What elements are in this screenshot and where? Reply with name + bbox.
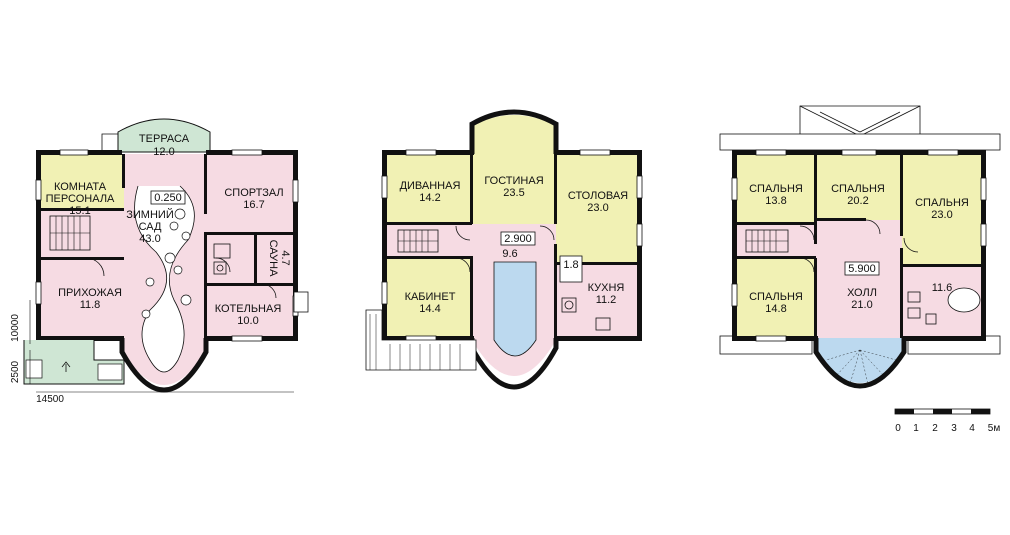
hall-area <box>40 258 124 338</box>
bedroom-b-name: СПАЛЬНЯ <box>831 183 885 195</box>
gym-name: СПОРТЗАЛ <box>224 187 283 199</box>
boiler-area-value: 10.0 <box>237 315 258 327</box>
staff-room-area <box>40 154 124 210</box>
winter-garden-name-line2: САД <box>139 221 162 233</box>
staff-room-name-line2: ПЕРСОНАЛА <box>46 193 115 205</box>
floor-2-plan: ДИВАННАЯ 14.2 ГОСТИНАЯ 23.5 СТОЛОВАЯ 23.… <box>365 109 643 390</box>
sofa-room-area <box>386 154 472 224</box>
stair-area-1 <box>40 210 124 258</box>
kitchen-area-value: 11.2 <box>596 294 617 306</box>
gym-area <box>206 154 294 234</box>
bath-area-value: 11.6 <box>932 282 953 294</box>
dining-name: СТОЛОВАЯ <box>568 190 628 202</box>
kitchen-name: КУХНЯ <box>588 282 625 294</box>
level-mark-2: 2.900 <box>504 233 532 245</box>
bedroom-a-area-value: 13.8 <box>765 195 786 207</box>
hall-3-area <box>816 220 902 375</box>
floor-1-plan: ТЕРРАСА 12.0 КОМНАТА ПЕРСОНАЛА 15.1 0.25… <box>10 118 309 405</box>
terrace-name: ТЕРРАСА <box>139 133 190 145</box>
study-area-value: 14.4 <box>419 303 440 315</box>
bedroom-a-area <box>736 154 816 224</box>
boiler-name: КОТЕЛЬНАЯ <box>215 303 282 315</box>
scale-label-0: 0 <box>895 423 901 434</box>
bedroom-c-area-value: 23.0 <box>931 209 952 221</box>
gym-area-value: 16.7 <box>243 199 264 211</box>
level-mark-1: 0.250 <box>154 192 182 204</box>
living-room-name: ГОСТИНАЯ <box>484 175 543 187</box>
bedroom-d-name: СПАЛЬНЯ <box>749 291 803 303</box>
bedroom-b-area <box>816 154 902 220</box>
living-room-area <box>472 115 556 224</box>
scale-bar: 0 1 2 3 4 5м <box>894 408 1001 434</box>
hall-2-area-value: 9.6 <box>502 248 517 260</box>
stair-2 <box>397 229 439 253</box>
garden-path <box>134 185 195 373</box>
side-steps <box>365 309 477 371</box>
garden-plants <box>141 208 192 319</box>
living-room-area-value: 23.5 <box>503 187 524 199</box>
dimension-porch: 2500 <box>10 360 21 383</box>
bedroom-b-area-value: 20.2 <box>847 195 868 207</box>
bathtub <box>947 287 981 313</box>
scale-label-1: 1 <box>913 423 919 434</box>
hall-3-name: ХОЛЛ <box>847 287 877 299</box>
boiler-area <box>206 284 294 338</box>
bedroom-c-name: СПАЛЬНЯ <box>915 197 969 209</box>
level-mark-box-3 <box>844 261 880 276</box>
terrace-area-value: 12.0 <box>153 146 174 158</box>
wc-area-value: 1.8 <box>563 259 578 271</box>
scale-label-2: 2 <box>932 423 938 434</box>
terrace-railing <box>101 133 118 152</box>
bedroom-a-name: СПАЛЬНЯ <box>749 183 803 195</box>
scale-label-3: 3 <box>951 423 957 434</box>
floor-3-plan: СПАЛЬНЯ 13.8 СПАЛЬНЯ 20.2 СПАЛЬНЯ 23.0 5… <box>719 105 1001 389</box>
bedroom-d-area-value: 14.8 <box>765 303 786 315</box>
staff-room-name-line1: КОМНАТА <box>54 181 107 193</box>
pool <box>493 261 537 357</box>
glass-bay <box>816 338 904 383</box>
hall-3-area-value: 21.0 <box>851 299 872 311</box>
stair-3 <box>745 229 789 253</box>
sofa-room-area-value: 14.2 <box>419 192 440 204</box>
study-area <box>386 258 472 336</box>
bedroom-c-area <box>902 154 982 266</box>
bedroom-d-area <box>736 258 816 336</box>
scale-label-5: 5м <box>988 423 1001 434</box>
hall-area-value: 11.8 <box>80 299 101 311</box>
winter-garden-area-value: 43.0 <box>139 233 160 245</box>
roof-outlines <box>719 105 1001 355</box>
study-name: КАБИНЕТ <box>405 291 456 303</box>
level-mark-3: 5.900 <box>848 263 876 275</box>
sauna-name: САУНА <box>267 240 279 277</box>
dimension-width: 14500 <box>36 394 64 405</box>
dining-area <box>556 154 638 264</box>
terrace-area <box>117 118 211 153</box>
sauna-area-value: 4.7 <box>279 250 291 265</box>
stair-1 <box>49 215 91 251</box>
level-mark-box-1 <box>150 190 186 205</box>
hall-name: ПРИХОЖАЯ <box>58 287 122 299</box>
winter-garden-name-line1: ЗИМНИЙ <box>126 208 173 221</box>
scale-label-4: 4 <box>969 423 975 434</box>
dining-area-value: 23.0 <box>587 202 608 214</box>
sofa-room-name: ДИВАННАЯ <box>400 180 461 192</box>
level-mark-box-2 <box>500 231 536 246</box>
bay-rays <box>825 349 897 385</box>
staff-room-area-value: 15.1 <box>69 205 90 217</box>
dimension-depth: 10000 <box>10 314 21 342</box>
